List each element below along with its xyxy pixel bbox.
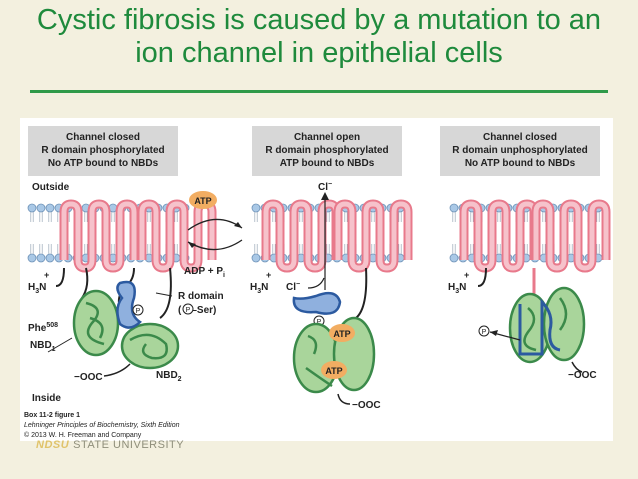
panel-1-line1: Channel closed (66, 132, 140, 143)
ooc-label-3: −OOC (568, 370, 597, 381)
panel-2-line3: ATP bound to NBDs (280, 158, 375, 169)
lipid-head (251, 203, 261, 223)
panel-1-line3: No ATP bound to NBDs (48, 158, 159, 169)
r-domain-2 (292, 291, 342, 315)
h3n-label-3: H3N (448, 282, 466, 295)
panel-3-line1: Channel closed (483, 132, 557, 143)
nbd1-label: NBD1 (30, 340, 56, 353)
panel-1-header: Channel closed R domain phosphorylated N… (28, 126, 178, 176)
panel-2-line1: Channel open (294, 132, 360, 143)
nbd2-label: NBD2 (156, 370, 182, 383)
svg-text:P: P (186, 307, 191, 314)
panel-3-line3: No ATP bound to NBDs (465, 158, 576, 169)
logo-mark: NDSU (36, 439, 70, 451)
caption-line3: © 2013 W. H. Freeman and Company (24, 431, 142, 439)
h3n-label-1: H3N (28, 282, 46, 295)
cftr-figure: Channel closed R domain phosphorylated N… (20, 118, 613, 441)
ooc-label-2: −OOC (352, 400, 381, 411)
atp-label-top: ATP (333, 329, 350, 339)
panel-3-cytoplasmic: H3N + P −OOC (448, 267, 597, 381)
caption-line1: Box 11-2 figure 1 (24, 412, 80, 419)
nbd2-domain (120, 322, 180, 370)
atp-reaction: ATP ADP + Pi (184, 191, 243, 279)
panel-1-line2: R domain phosphorylated (41, 145, 164, 156)
lipid-head (45, 203, 55, 223)
adp-pi-label: ADP + Pi (184, 266, 225, 279)
caption-line2: Lehninger Principles of Biochemistry, Si… (24, 422, 180, 429)
svg-text:P: P (482, 329, 487, 336)
svg-text:P: P (317, 319, 322, 326)
nbd1-domain (72, 289, 120, 357)
slide-title-line2: ion channel in epithelial cells (135, 37, 503, 69)
figure-caption: Box 11-2 figure 1 Lehninger Principles o… (24, 412, 180, 439)
lipid-head (36, 203, 46, 223)
slide-title-line1: Cystic fibrosis is caused by a mutation … (36, 4, 602, 36)
ooc-label-1: −OOC (74, 372, 103, 383)
phe508-label: Phe508 (28, 322, 58, 334)
lipid-head (27, 243, 37, 263)
lipid-head (251, 243, 261, 263)
panel-2-header: Channel open R domain phosphorylated ATP… (252, 126, 402, 176)
h3n-label-2: H3N (250, 282, 268, 295)
outside-label: Outside (32, 182, 70, 193)
cl-label-top: Cl− (318, 181, 332, 193)
svg-text:(–Ser): (–Ser) (178, 305, 216, 316)
lipid-head (449, 203, 459, 223)
svg-text:+: + (464, 270, 469, 280)
atp-label-bottom: ATP (325, 366, 342, 376)
panel-1-cytoplasmic: H3N + P R domain (–Ser) P Phe508 NBD1 NB… (28, 267, 224, 383)
panel-2-line2: R domain phosphorylated (265, 145, 388, 156)
lipid-head (27, 203, 37, 223)
logo-text: STATE UNIVERSITY (73, 439, 185, 451)
lipid-head (36, 243, 46, 263)
svg-text:+: + (44, 270, 49, 280)
r-domain-3 (518, 298, 561, 356)
r-domain-1 (116, 280, 142, 329)
atp-label-reaction: ATP (194, 196, 211, 206)
svg-text:P: P (136, 308, 141, 315)
panel-3-line2: R domain unphosphorylated (452, 145, 588, 156)
title-divider (30, 90, 608, 93)
lipid-head (45, 243, 55, 263)
lipid-head (449, 243, 459, 263)
r-domain-label: R domain (178, 291, 224, 302)
panel-2-cytoplasmic: Cl− H3N + Cl− P ATP ATP −OOC (250, 181, 381, 411)
slide-title: Cystic fibrosis is caused by a mutation … (0, 4, 638, 70)
panel-3-header: Channel closed R domain unphosphorylated… (440, 126, 600, 176)
svg-text:+: + (266, 270, 271, 280)
inside-label: Inside (32, 393, 61, 404)
cl-label-inner: Cl− (286, 281, 300, 293)
cftr-diagram: Channel closed R domain phosphorylated N… (24, 126, 613, 439)
